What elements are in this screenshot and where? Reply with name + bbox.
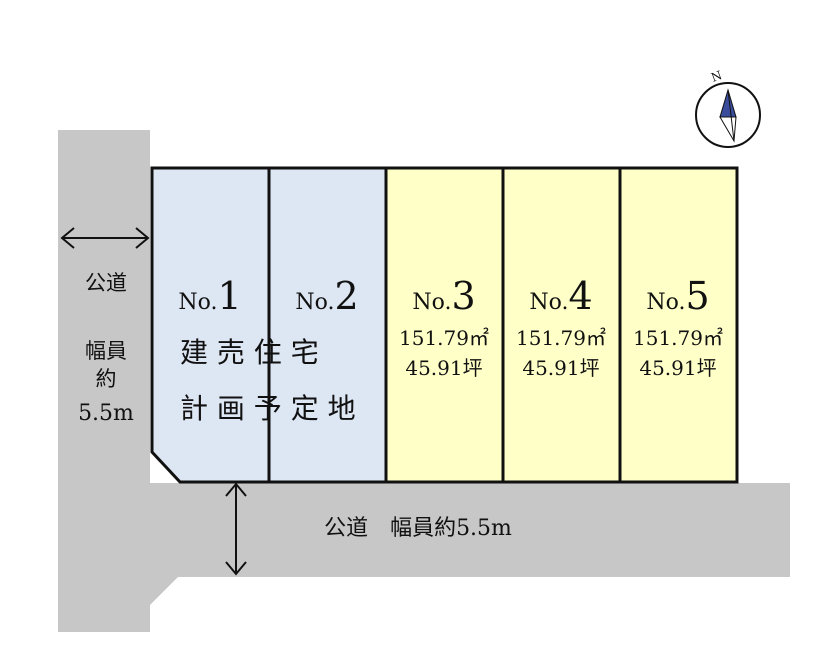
lot-areas: 151.79㎡ 45.91坪 151.79㎡ 45.91坪 151.79㎡ 45… — [399, 326, 723, 380]
planned-development-text: 建 売 住 宅 計 画 予 定 地 — [180, 336, 356, 425]
roads — [58, 130, 790, 632]
west-road — [58, 130, 790, 632]
width-arrows — [60, 227, 247, 576]
lot-4[interactable] — [501, 166, 622, 484]
lot-5-number: No.5 — [646, 274, 709, 318]
south-road-label: 公道 幅員約5.5m — [324, 516, 512, 541]
lot-3-area: 151.79㎡ — [399, 326, 489, 350]
lot-4-area: 151.79㎡ — [516, 326, 606, 350]
lot-5[interactable] — [618, 166, 739, 484]
south-arrow-head-top — [225, 482, 247, 497]
lots — [150, 166, 739, 484]
lot-5-tsubo: 45.91坪 — [639, 356, 716, 380]
planned-line-2: 計 画 予 定 地 — [180, 392, 356, 425]
compass-label: N — [709, 68, 724, 85]
lot-3[interactable] — [384, 166, 505, 484]
west-road-labels: 公道 幅員 約 5.5m — [78, 271, 134, 426]
lot-4-number: No.4 — [529, 274, 592, 318]
lot-1[interactable] — [150, 166, 271, 484]
lot-2[interactable] — [267, 166, 388, 484]
west-arrow-head-right — [135, 227, 150, 249]
lot-numbers: No.1 No.2 No.3 No.4 No.5 — [178, 274, 709, 318]
planned-line-1: 建 売 住 宅 — [180, 336, 319, 369]
west-road-width-2: 約 — [96, 367, 117, 391]
lot-3-tsubo: 45.91坪 — [405, 356, 482, 380]
lot-2-number: No.2 — [295, 274, 358, 318]
west-road-width-3: 5.5m — [78, 401, 134, 426]
west-road-label: 公道 — [85, 271, 127, 295]
lot-3-number: No.3 — [412, 274, 475, 318]
west-arrow-head-left — [60, 227, 75, 249]
compass-north-icon: N — [695, 68, 761, 148]
south-arrow-head-bottom — [225, 561, 247, 576]
lot-4-tsubo: 45.91坪 — [522, 356, 599, 380]
west-road-width-1: 幅員 — [85, 339, 127, 363]
lot-5-area: 151.79㎡ — [633, 326, 723, 350]
lot-1-number: No.1 — [178, 274, 241, 318]
